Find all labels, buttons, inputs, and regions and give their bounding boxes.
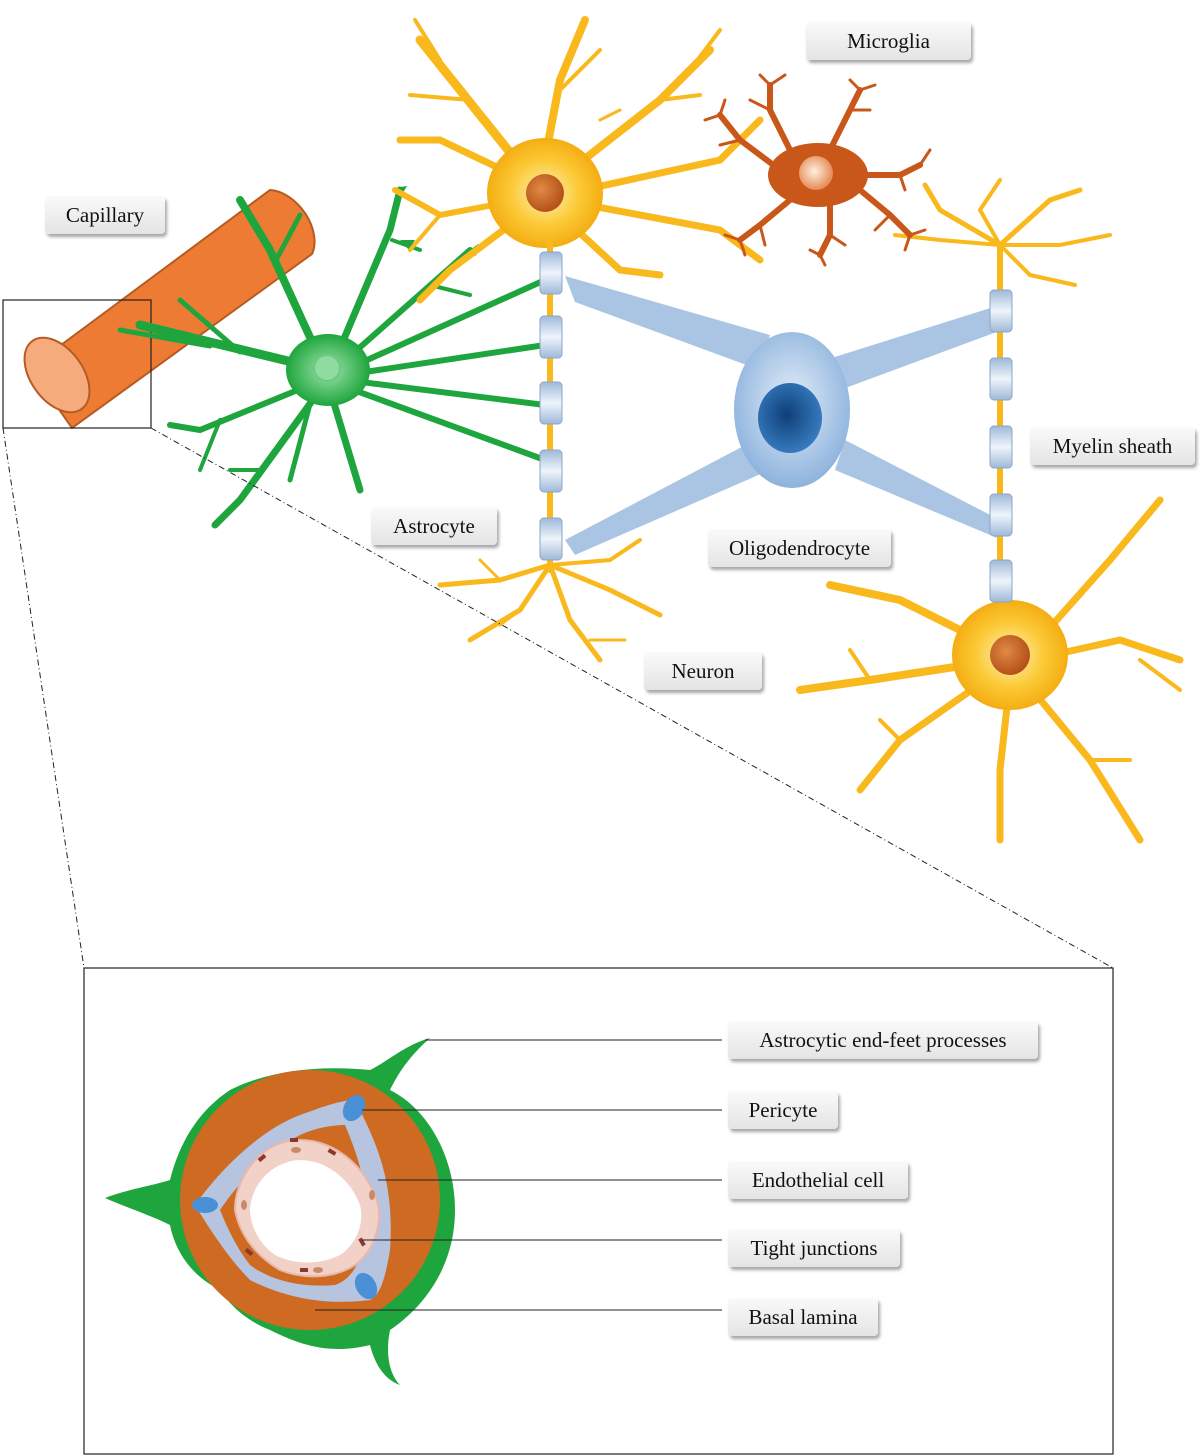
pericyte-nuclei <box>192 1094 378 1300</box>
myelin-sheath-left <box>539 251 563 561</box>
label-pericyte: Pericyte <box>728 1091 838 1129</box>
label-microglia: Microglia <box>806 22 971 60</box>
myelin-sheath-right <box>989 289 1013 603</box>
microglia-nucleus <box>799 156 833 190</box>
label-astrocyte: Astrocyte <box>371 507 497 545</box>
tight-junction-marks <box>244 1138 366 1272</box>
label-neuron: Neuron <box>644 652 762 690</box>
label-basal-lamina: Basal lamina <box>728 1298 878 1336</box>
microglia-cell <box>703 73 932 267</box>
label-tight-junctions: Tight junctions <box>728 1229 900 1267</box>
neuron-top-nucleus <box>526 174 564 212</box>
oligodendrocyte-cell <box>734 332 850 488</box>
neuron-bottom-right-nucleus <box>990 635 1030 675</box>
neuron-axon-terminal <box>437 538 663 663</box>
label-oligodendrocyte: Oligodendrocyte <box>708 529 891 567</box>
label-capillary: Capillary <box>45 196 165 234</box>
label-myelin-sheath: Myelin sheath <box>1030 427 1195 465</box>
capillary <box>2 188 316 430</box>
astrocyte-nucleus <box>313 354 341 382</box>
capillary-lumen <box>23 336 91 414</box>
inset-leader-lines <box>315 1039 722 1311</box>
oligodendrocyte-processes <box>565 276 1002 555</box>
zoom-projection-lines <box>2 427 1114 969</box>
astrocyte-cell <box>117 186 555 529</box>
capillary-cross-section <box>105 1038 455 1385</box>
endothelial-nuclei <box>241 1147 375 1273</box>
neuron-bottom-right <box>796 496 1184 844</box>
inset-frame <box>83 967 1114 1455</box>
neuron-top <box>392 16 764 573</box>
oligodendrocyte-nucleus <box>758 383 822 453</box>
label-astrocytic-end-feet: Astrocytic end-feet processes <box>728 1021 1038 1059</box>
label-endothelial-cell: Endothelial cell <box>728 1161 908 1199</box>
capillary-zoom-box <box>2 299 152 429</box>
